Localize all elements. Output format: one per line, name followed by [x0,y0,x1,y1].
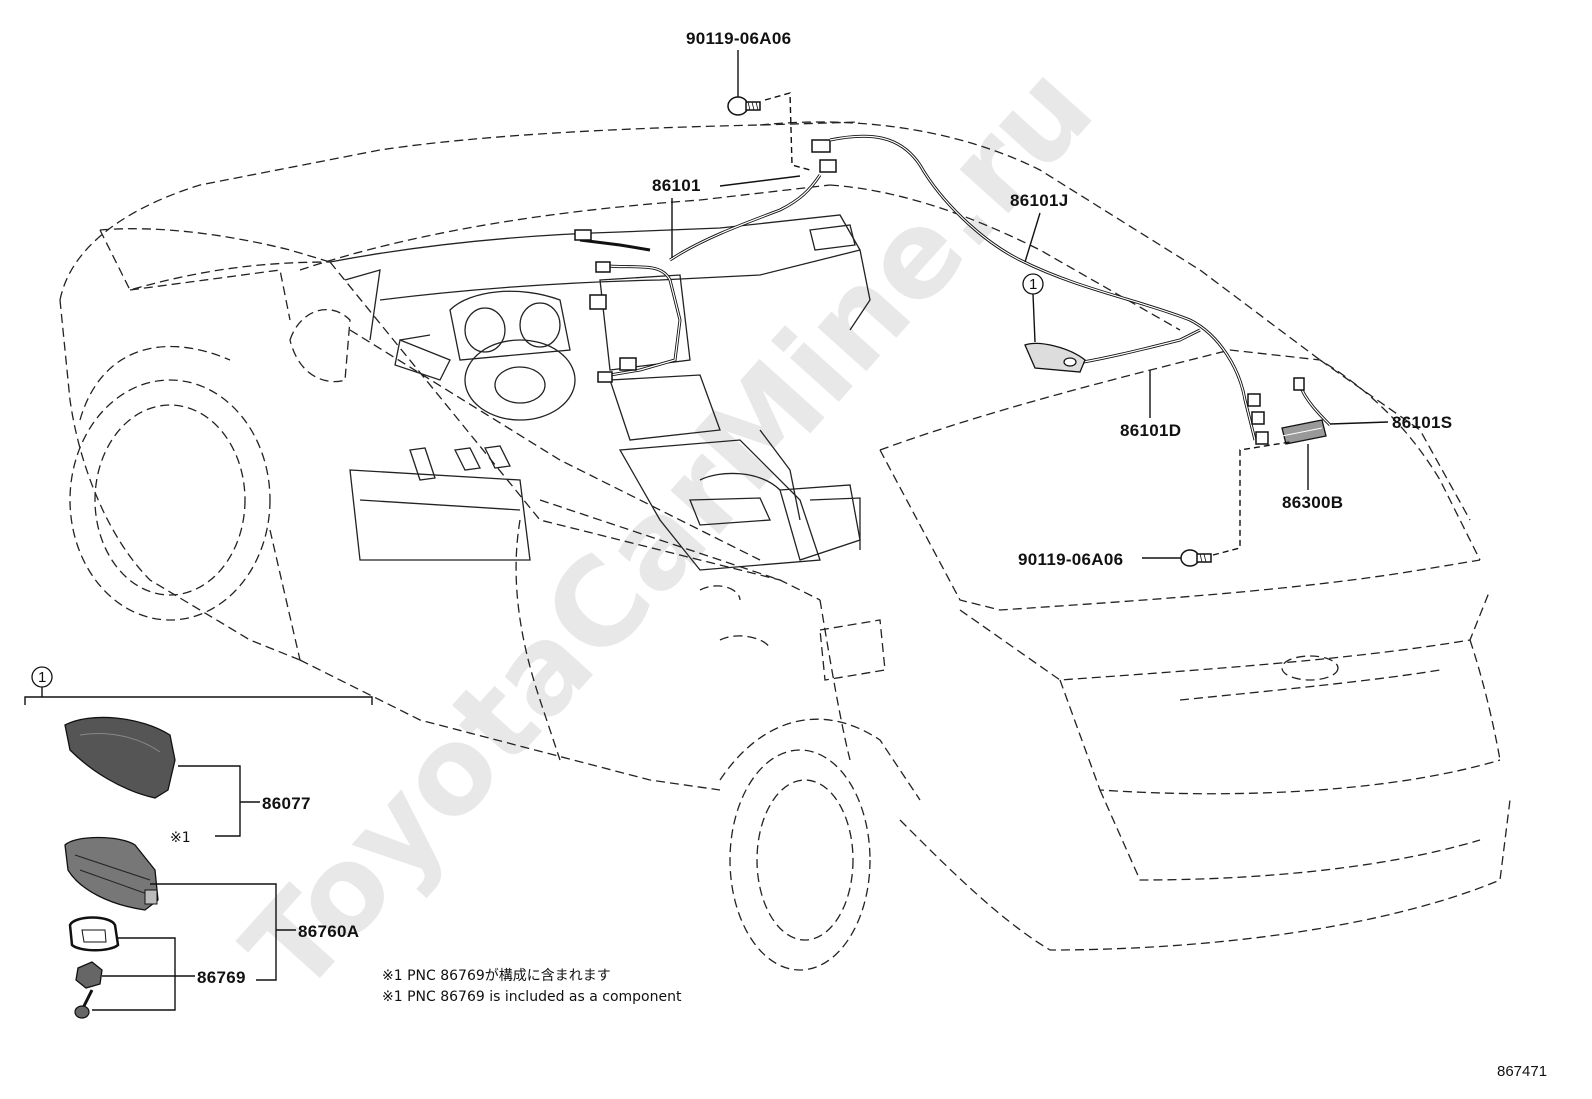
wire-harness-86101J [829,134,1269,445]
leader-86760A [150,883,277,981]
callout-circle-roof: 1 [1022,273,1044,295]
interior-outline [329,214,871,571]
callout-circle-roof-text: 1 [1029,276,1037,293]
label-86077: 86077 [262,794,311,813]
wire-harness-86101 [574,139,837,383]
label-86101J: 86101J [1010,191,1069,210]
note-english: ※1 PNC 86769 is included as a component [382,989,682,1005]
leader-86769-bracket [92,937,176,1011]
bolt-top-leader [764,92,811,171]
note-japanese: ※1 PNC 86769が構成に含まれます [382,968,611,984]
label-bolt-bottom: 90119-06A06 [1018,550,1123,569]
reference-number: 867471 [1497,1063,1547,1080]
bolt-top-icon [727,96,761,116]
wire-harness-86101S [1293,377,1332,427]
leader-86101J [1024,212,1041,263]
footnote-marker: ※1 [170,830,191,846]
roof-antenna-mount [1024,342,1086,373]
bolt-bottom-dashed-leader [1212,441,1291,556]
bolt-bottom-icon [1180,549,1212,567]
label-86101S: 86101S [1392,413,1452,432]
screw-icon [74,989,94,1019]
antenna-assembly-icon [64,836,159,911]
label-bolt-top: 90119-06A06 [686,29,791,48]
label-86101: 86101 [652,176,701,195]
car-outline [59,121,1511,971]
leader-callout-roof [1032,293,1036,343]
label-86769: 86769 [197,968,246,987]
detail-callout-text: 1 [38,669,46,686]
label-86101D: 86101D [1120,421,1181,440]
antenna-amplifier [1281,419,1327,445]
nut-icon [75,961,103,989]
gasket-pad-icon [68,916,120,952]
label-86300B: 86300B [1282,493,1343,512]
detail-callout-group: 1 [24,666,373,705]
leader-86101S [1329,421,1389,425]
leader-86101-b [719,175,801,187]
antenna-cover-icon [64,716,176,799]
label-86760A: 86760A [298,922,359,941]
leader-86077 [178,765,241,837]
